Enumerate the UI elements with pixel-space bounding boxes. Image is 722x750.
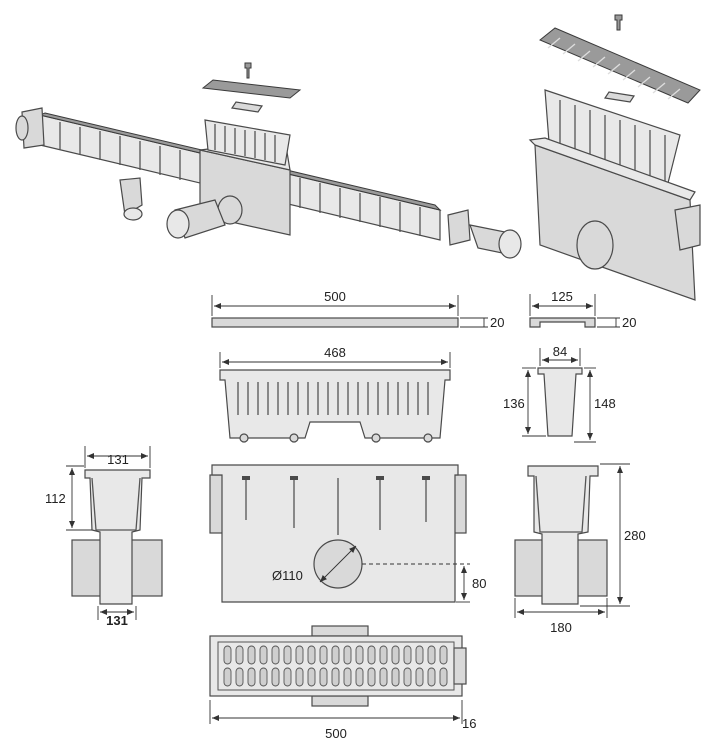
grate-slot	[367, 645, 376, 665]
grate-end-view: 125 20	[529, 289, 636, 330]
dim-grate-length: 500	[324, 289, 346, 304]
end-view: 280 180	[514, 463, 646, 635]
grate-slot	[295, 645, 304, 665]
grate-slot	[391, 645, 400, 665]
dim-plan-end: 16	[462, 716, 476, 731]
dim-end-height: 280	[624, 528, 646, 543]
dim-grate-thickness: 20	[490, 315, 504, 330]
dim-basket-height-right: 148	[594, 396, 616, 411]
grate-slot	[343, 667, 352, 687]
dim-grate-width-thickness: 20	[622, 315, 636, 330]
grate-slot	[379, 645, 388, 665]
grate-slot	[439, 645, 448, 665]
isometric-channel-assembly	[15, 62, 522, 259]
exploded-sump-view	[528, 14, 701, 301]
grate-slot	[379, 667, 388, 687]
plan-view: 500 16	[209, 625, 476, 741]
dim-end-width: 180	[550, 620, 572, 635]
grate-slot	[271, 645, 280, 665]
grate-slot	[259, 667, 268, 687]
grate-slot	[235, 645, 244, 665]
bolt-icon-2	[614, 14, 623, 31]
dim-outlet-diameter: Ø110	[272, 568, 303, 583]
dim-basket-length: 468	[324, 345, 346, 360]
grate-slot	[367, 667, 376, 687]
grate-slot	[223, 645, 232, 665]
grate-slot	[439, 667, 448, 687]
basket-end-view: 84 136 148	[503, 344, 616, 443]
grate-slot	[247, 667, 256, 687]
grate-slot	[235, 667, 244, 687]
grate-slot	[403, 667, 412, 687]
grate-side-view: 500 20	[211, 289, 504, 330]
dim-side-bottom-width: 131	[106, 613, 128, 628]
grate-slot	[307, 645, 316, 665]
dim-side-top-width: 131	[107, 452, 129, 467]
grate-slot	[283, 645, 292, 665]
grate-slot	[319, 667, 328, 687]
bolt-icon	[244, 62, 252, 79]
grate-slot	[355, 667, 364, 687]
side-section-view: 131 112 131	[45, 446, 163, 628]
grate-slot	[343, 645, 352, 665]
grate-slot	[295, 667, 304, 687]
grate-clip	[230, 101, 264, 113]
grate-slot	[283, 667, 292, 687]
dim-basket-height-left: 136	[503, 396, 525, 411]
grate-slot	[427, 645, 436, 665]
grate-slot	[331, 645, 340, 665]
grate-slot	[307, 667, 316, 687]
dim-plan-length: 500	[325, 726, 347, 741]
dim-grate-width: 125	[551, 289, 573, 304]
grate-slot	[259, 645, 268, 665]
basket-side-view: 468	[219, 345, 451, 443]
grate-slot	[415, 645, 424, 665]
grate-slot	[415, 667, 424, 687]
front-elevation-view: Ø110 80	[209, 464, 486, 603]
dim-outlet-height: 80	[472, 576, 486, 591]
grate-slot	[391, 667, 400, 687]
grate-slot	[223, 667, 232, 687]
dim-side-height: 112	[45, 491, 66, 506]
grate-slot	[247, 645, 256, 665]
grate-slot	[271, 667, 280, 687]
grate-slot	[319, 645, 328, 665]
grate-slot	[403, 645, 412, 665]
grate-slot	[427, 667, 436, 687]
dim-basket-top-width: 84	[553, 344, 567, 359]
grate-slot	[331, 667, 340, 687]
grate-slot	[355, 645, 364, 665]
